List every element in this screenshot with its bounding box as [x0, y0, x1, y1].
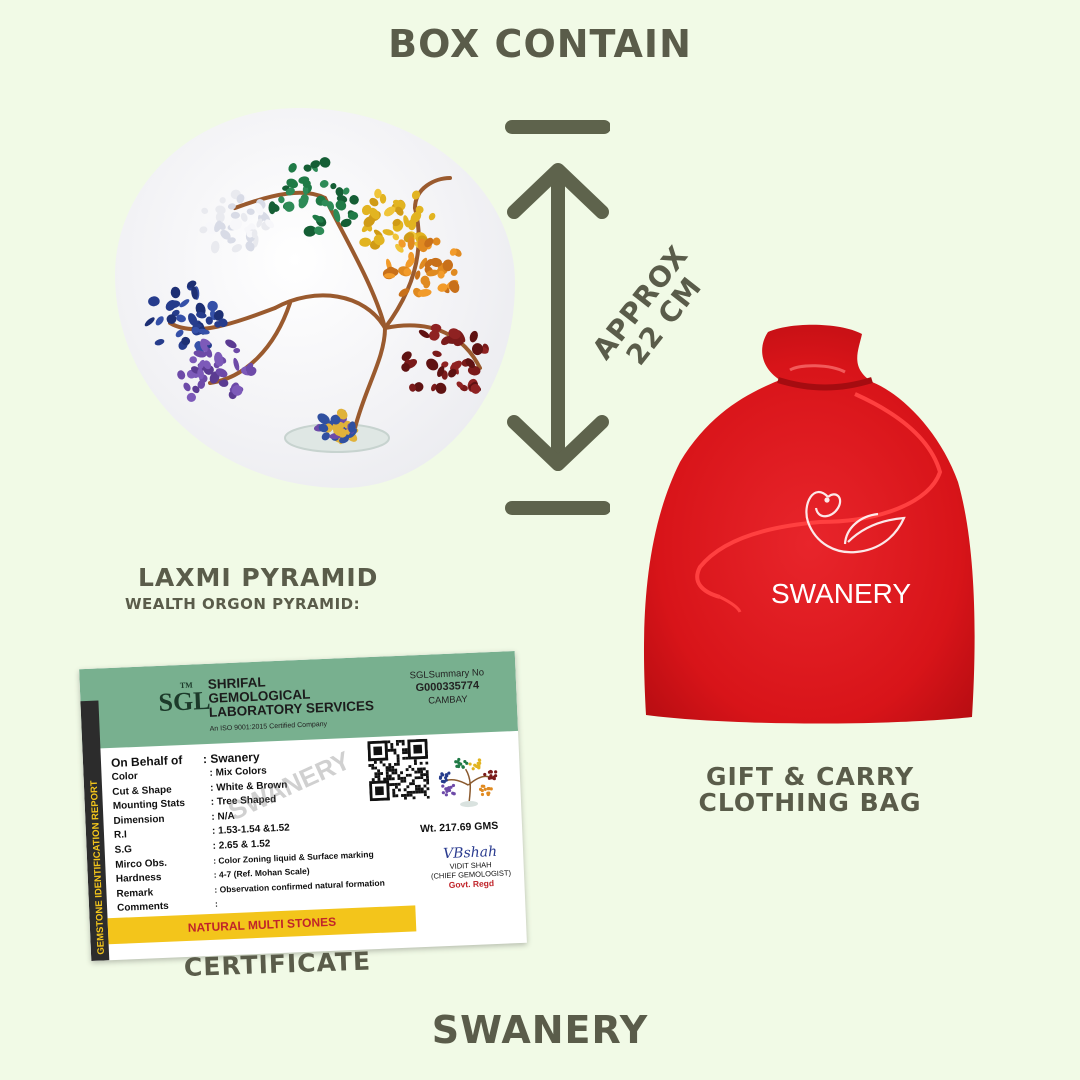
gem-tree-illustration	[144, 157, 489, 453]
field-value: : 1.53-1.54 &1.52	[211, 822, 290, 838]
lab-name: SHRIFAL GEMOLOGICAL LABORATORY SERVICES	[208, 671, 375, 719]
field-value: : 4-7 (Ref. Mohan Scale)	[213, 865, 310, 880]
field-value: : Observation confirmed natural formatio…	[214, 877, 385, 895]
field-label: Comments	[116, 901, 170, 915]
bag-label-line1: GIFT & CARRY	[705, 762, 915, 791]
field-value: : Mix Colors	[209, 765, 267, 779]
field-label: S.G	[114, 844, 133, 856]
bag-brand-text: SWANERY	[771, 578, 911, 609]
on-behalf-label: On Behalf of	[110, 753, 183, 770]
size-arrow-icon	[505, 120, 610, 515]
field-label: Color	[111, 770, 138, 783]
certificate-label: CERTIFICATE	[183, 946, 372, 982]
summary-block: SGLSummary No G000335774 CAMBAY	[409, 666, 485, 708]
field-label: Dimension	[113, 813, 165, 827]
page-title: BOX CONTAIN	[388, 22, 692, 66]
tree-photo	[115, 108, 515, 488]
swan-logo-icon	[805, 490, 906, 554]
field-label: Mounting Stats	[112, 798, 186, 813]
qr-code-icon	[367, 738, 430, 802]
velvet-bag: SWANERY	[643, 324, 975, 724]
field-value: : Color Zoning liquid & Surface marking	[212, 848, 374, 866]
tree-label-line1: LAXMI PYRAMID	[138, 563, 379, 592]
field-value: : 2.65 & 1.52	[212, 838, 271, 852]
field-label: R.I	[113, 829, 128, 842]
summary-number: G000335774	[415, 679, 480, 695]
field-label: Cut & Shape	[112, 784, 172, 798]
signature-block: VBshah VIDIT SHAH (CHIEF GEMOLOGIST) Gov…	[425, 843, 517, 891]
field-label: Remark	[116, 887, 154, 900]
field-label: Mirco Obs.	[115, 857, 168, 871]
certificate-weight: Wt. 217.69 GMS	[419, 819, 499, 836]
bag-label-line2: CLOTHING BAG	[698, 788, 922, 817]
brand-footer: SWANERY	[431, 1008, 649, 1052]
tree-label-line2: WEALTH ORGON PYRAMID:	[125, 595, 361, 613]
field-label: Hardness	[115, 872, 162, 886]
mini-tree-icon	[438, 757, 498, 808]
on-behalf-value: : Swanery	[202, 749, 260, 767]
field-value: :	[214, 899, 219, 910]
